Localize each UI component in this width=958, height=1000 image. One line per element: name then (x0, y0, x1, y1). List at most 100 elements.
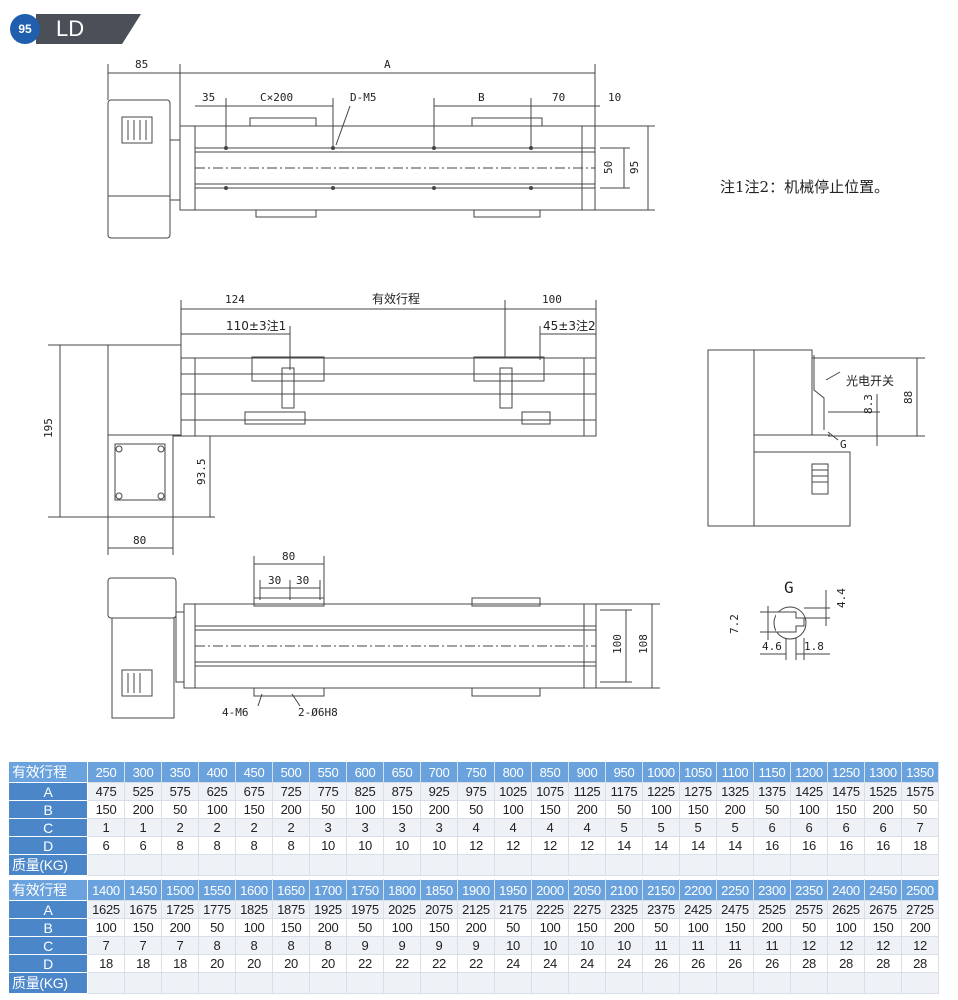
dim-70: 70 (552, 91, 565, 104)
table-cell: 2375 (642, 900, 680, 919)
table-cell: 2675 (864, 900, 902, 919)
table-cell (494, 854, 532, 876)
table-cell: 1175 (605, 782, 643, 801)
detail-g-title: G (784, 578, 794, 597)
table-cell: 7 (901, 818, 939, 837)
side-view (48, 300, 597, 555)
dim-80: 80 (133, 534, 146, 547)
table-cell: 2525 (753, 900, 791, 919)
table-cell: 200 (605, 918, 643, 937)
table-cell: 24 (494, 954, 532, 973)
table-cell: 5 (679, 818, 717, 837)
detail-g (760, 590, 830, 660)
top-view (107, 64, 655, 239)
dim-note2: 45±3注2 (543, 318, 596, 333)
table-cell: 20 (198, 954, 236, 973)
table-cell: 28 (901, 954, 939, 973)
table-cell: 925 (420, 782, 458, 801)
table-cell: 1525 (864, 782, 902, 801)
table-cell: 18 (124, 954, 162, 973)
table-cell: 1025 (494, 782, 532, 801)
table-cell: 150 (531, 800, 569, 819)
dim-4-6: 4.6 (762, 640, 782, 653)
table-cell: 200 (568, 800, 606, 819)
table-cell: 200 (161, 918, 199, 937)
table-cell: 22 (420, 954, 458, 973)
table-cell: 150 (679, 800, 717, 819)
table-cell: 12 (494, 836, 532, 855)
table-cell: 10 (494, 936, 532, 955)
table-cell: 1750 (346, 879, 384, 901)
table-cell: 10 (568, 936, 606, 955)
table-cell: 8 (272, 936, 310, 955)
table-cell: 1650 (272, 879, 310, 901)
table-cell: 850 (531, 761, 569, 783)
table-cell: 1325 (716, 782, 754, 801)
table-cell (901, 854, 939, 876)
table-cell: 10 (383, 836, 421, 855)
table-cell: 12 (864, 936, 902, 955)
note-text: 注1注2：机械停止位置。 (720, 178, 890, 196)
table-cell: 10 (309, 836, 347, 855)
table-cell: 750 (457, 761, 495, 783)
row-label: C (8, 818, 88, 837)
table-cell: 2250 (716, 879, 754, 901)
table-cell: 50 (753, 800, 791, 819)
table-cell: 1050 (679, 761, 717, 783)
dim-7-2: 7.2 (728, 614, 741, 634)
table-cell: 100 (790, 800, 828, 819)
table-cell: 5 (716, 818, 754, 837)
row-label: 有效行程 (8, 879, 88, 901)
table-cell: 150 (383, 800, 421, 819)
table-cell: 2575 (790, 900, 828, 919)
table-cell: 200 (864, 800, 902, 819)
dim-4-4: 4.4 (835, 588, 848, 608)
dim-35: 35 (202, 91, 215, 104)
table-cell: 150 (864, 918, 902, 937)
table-cell: 2 (198, 818, 236, 837)
table-cell: 1100 (716, 761, 754, 783)
table-cell: 12 (790, 936, 828, 955)
table-cell (642, 854, 680, 876)
table-cell: 100 (642, 800, 680, 819)
table-cell: 22 (457, 954, 495, 973)
table-cell (309, 972, 347, 994)
bottom-view (107, 556, 660, 719)
table-cell (420, 854, 458, 876)
table-cell: 4 (568, 818, 606, 837)
dim-108: 108 (637, 634, 650, 654)
table-cell: 9 (346, 936, 384, 955)
table-cell (235, 972, 273, 994)
table-cell: 3 (420, 818, 458, 837)
table-cell: 50 (901, 800, 939, 819)
table-cell: 1000 (642, 761, 680, 783)
table-cell: 9 (383, 936, 421, 955)
table-cell (605, 854, 643, 876)
dim-95: 95 (628, 161, 641, 174)
table-cell: 26 (753, 954, 791, 973)
table-cell: 2475 (716, 900, 754, 919)
table-cell: 12 (568, 836, 606, 855)
table-cell: 200 (124, 800, 162, 819)
table-cell: 8 (235, 936, 273, 955)
page-number-badge: 95 (10, 14, 40, 44)
table-cell: 200 (420, 800, 458, 819)
table-cell: 150 (716, 918, 754, 937)
table-cell: 50 (346, 918, 384, 937)
table-cell: 6 (827, 818, 865, 837)
table-cell: 2000 (531, 879, 569, 901)
model-title: LD (56, 16, 85, 41)
table-cell (494, 972, 532, 994)
table-cell: 675 (235, 782, 273, 801)
table-cell: 12 (827, 936, 865, 955)
table-cell (864, 854, 902, 876)
table-cell: 9 (420, 936, 458, 955)
table-cell: 3 (346, 818, 384, 837)
table-cell: 1850 (420, 879, 458, 901)
table-cell: 6 (790, 818, 828, 837)
table-cell (87, 854, 125, 876)
dim-80-bottom: 80 (282, 550, 295, 563)
